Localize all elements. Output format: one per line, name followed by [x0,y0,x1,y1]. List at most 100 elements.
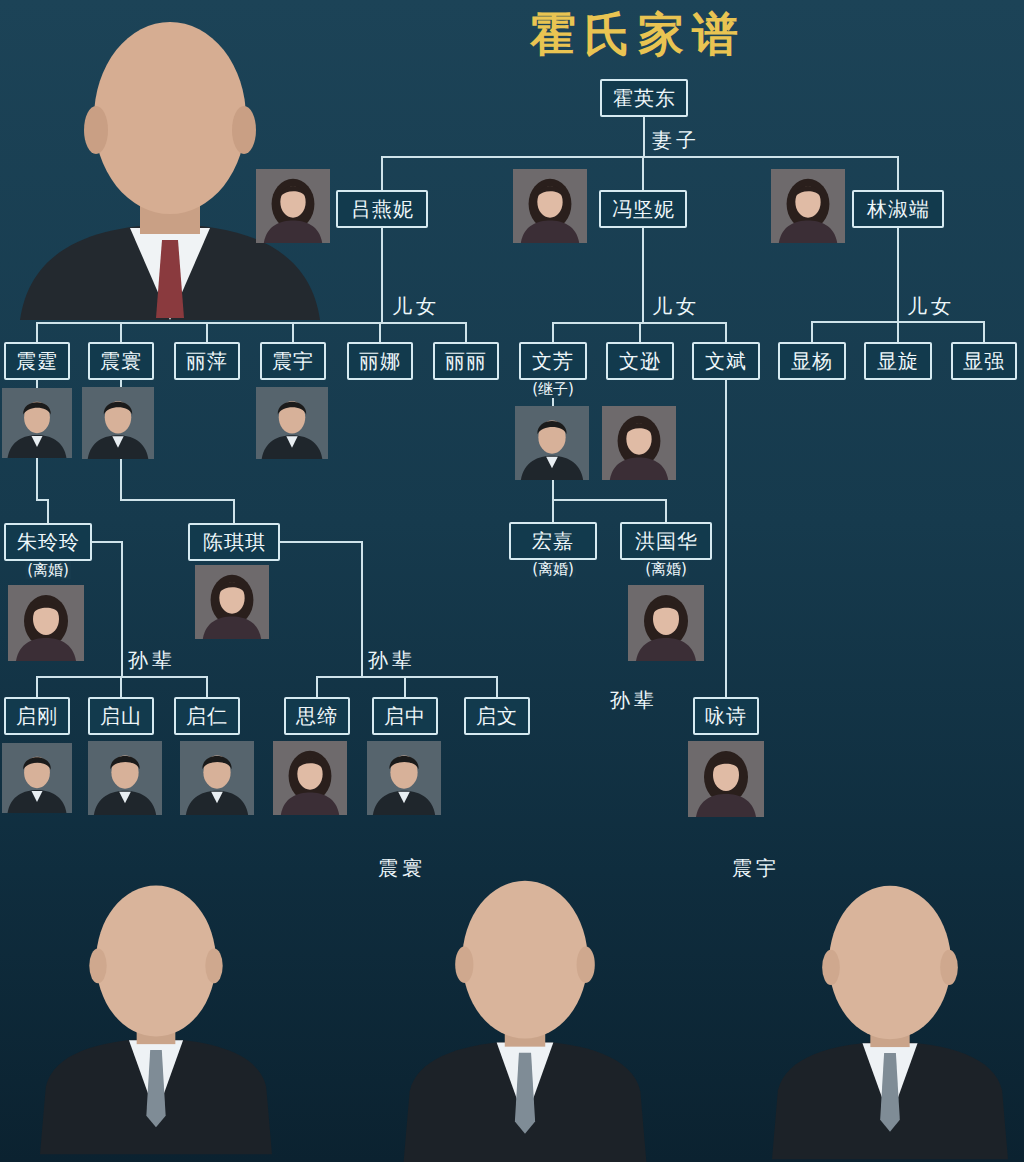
person-name: 显旋 [877,349,919,373]
note-text: (离婚) [643,560,689,578]
person-box: 霍英东 [600,79,688,117]
person-name: 丽娜 [359,349,401,373]
person-box: 显强 [951,342,1017,380]
portrait-photo [8,585,84,661]
person-name: 吕燕妮 [351,197,414,221]
family-line [280,542,497,697]
relation-label: 孙辈 [368,648,416,672]
person-name: 显强 [963,349,1005,373]
person-name: 陈琪琪 [203,530,266,554]
person-box: 启山 [88,697,154,735]
person-box: 洪国华(离婚) [620,522,712,560]
person-box: 冯坚妮 [599,190,687,228]
person-box: 启中 [372,697,438,735]
portrait-photo [2,743,72,813]
family-line [898,228,984,342]
person-box: 吕燕妮 [336,190,428,228]
person-name: 启山 [100,704,142,728]
person-box: 宏嘉(离婚) [509,522,597,560]
person-box: 陈琪琪 [188,523,280,561]
relation-label: 震寰 [378,856,426,880]
relation-label: 妻子 [652,128,700,152]
portrait-photo [513,169,587,243]
family-line [553,228,643,342]
person-name: 思缔 [296,704,338,728]
relation-label: 儿女 [392,294,440,318]
person-box: 显旋 [864,342,932,380]
note-text: (继子) [530,380,576,398]
family-line [92,542,122,697]
person-box: 启仁 [174,697,240,735]
person-box: 丽丽 [433,342,499,380]
note-text: (离婚) [530,560,576,578]
relation-label: 孙辈 [128,648,176,672]
person-name: 朱玲玲 [17,530,80,554]
portrait-photo [771,169,845,243]
portrait-photo [256,169,330,243]
person-name: 启刚 [16,704,58,728]
person-name: 文逊 [619,349,661,373]
family-line [382,228,466,342]
person-name: 宏嘉 [532,529,574,553]
person-name: 显杨 [791,349,833,373]
person-box: 文逊 [606,342,674,380]
family-line [725,380,727,697]
portrait-photo [602,406,676,480]
person-box: 丽娜 [347,342,413,380]
relation-label: 儿女 [652,294,700,318]
person-box: 思缔 [284,697,350,735]
relation-label: 震宇 [732,856,780,880]
portrait-photo [515,406,589,480]
portrait-photo [195,565,269,639]
person-box: 文芳(继子) [519,342,587,380]
person-name: 震宇 [272,349,314,373]
person-name: 文斌 [705,349,747,373]
person-name: 洪国华 [635,529,698,553]
person-box: 朱玲玲(离婚) [4,523,92,561]
portrait-photo [688,741,764,817]
person-box: 震寰 [88,342,154,380]
portrait-photo [180,741,254,815]
person-name: 丽丽 [445,349,487,373]
person-box: 启刚 [4,697,70,735]
person-box: 启文 [464,697,530,735]
portrait-photo [40,886,272,1155]
diagram-title: 霍氏家谱 [530,6,746,62]
person-box: 丽萍 [174,342,240,380]
portrait-photo [82,387,154,459]
portrait-photo [2,388,72,458]
person-box: 显杨 [778,342,846,380]
portrait-photo [772,886,1008,1159]
person-name: 丽萍 [186,349,228,373]
family-line [280,542,405,697]
person-name: 咏诗 [705,704,747,728]
person-name: 启中 [384,704,426,728]
person-name: 震寰 [100,349,142,373]
portrait-photo [628,585,704,661]
person-name: 霍英东 [613,86,676,110]
portrait-photo [256,387,328,459]
family-line [280,542,362,697]
person-name: 启仁 [186,704,228,728]
portrait-photo [367,741,441,815]
family-line [812,228,898,342]
relation-label: 儿女 [907,294,955,318]
person-box: 咏诗 [693,697,759,735]
person-box: 震霆 [4,342,70,380]
family-line [92,542,207,697]
person-name: 林淑端 [867,197,930,221]
person-name: 冯坚妮 [612,197,675,221]
portrait-photo [88,741,162,815]
person-name: 启文 [476,704,518,728]
portrait-photo [273,741,347,815]
person-box: 震宇 [260,342,326,380]
person-name: 文芳 [532,349,574,373]
note-text: (离婚) [25,561,71,579]
relation-label: 孙辈 [610,688,658,712]
family-line [643,228,726,342]
person-box: 林淑端 [852,190,944,228]
portrait-photo [404,881,647,1162]
